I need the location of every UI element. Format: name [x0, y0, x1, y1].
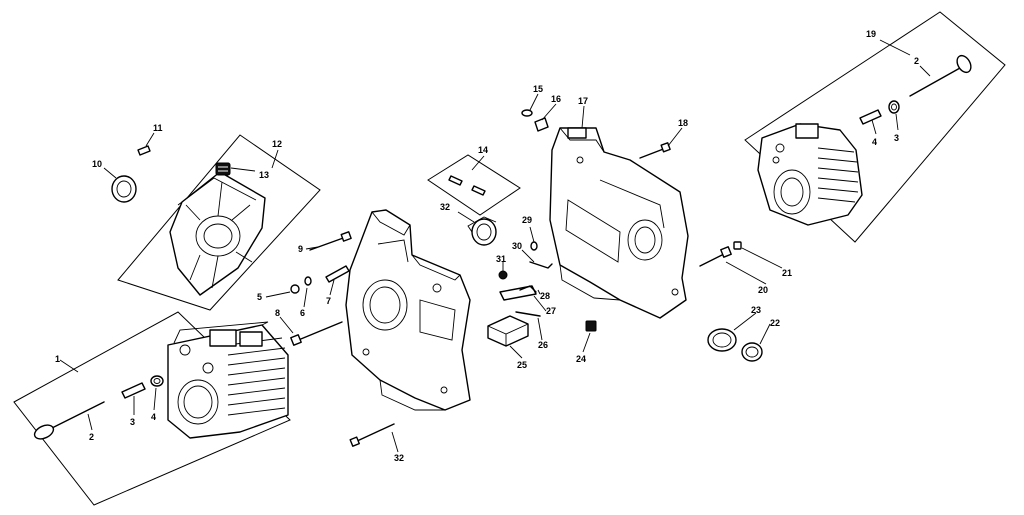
- callout-23: 23: [751, 305, 761, 315]
- valve-seal-right: [888, 100, 900, 114]
- callout-19: 19: [866, 29, 876, 39]
- crankcase-center: [345, 209, 471, 411]
- callout-26: 26: [538, 340, 548, 350]
- callout-16: 16: [551, 94, 561, 104]
- callout-7: 7: [326, 296, 331, 306]
- spring-30: [529, 261, 553, 269]
- nut-31: [498, 270, 508, 280]
- callout-13: 13: [259, 170, 269, 180]
- callout-32-top: 32: [440, 202, 450, 212]
- oring-15: [521, 109, 533, 117]
- crankcase-right: [549, 127, 689, 319]
- pin-20: [699, 246, 732, 267]
- valve-guide-left: [121, 382, 146, 399]
- plug-16: [534, 117, 549, 132]
- washer-28: [519, 285, 537, 293]
- valve-pin-group-frame: [427, 154, 521, 216]
- callout-labels: 1 2 3 4 5 6 7 8 9 10 11 12 13 14 15 16 1…: [55, 29, 919, 463]
- callout-3-left: 3: [130, 417, 135, 427]
- callout-31: 31: [496, 254, 506, 264]
- bolt-8: [290, 321, 343, 346]
- callout-3-right: 3: [894, 133, 899, 143]
- callout-4-right: 4: [872, 137, 877, 147]
- callout-8: 8: [275, 308, 280, 318]
- callout-17: 17: [578, 96, 588, 106]
- leader-lines: [59, 39, 931, 453]
- bolt-32-bottom: [349, 423, 395, 447]
- bearing-plate-group-frame: [117, 134, 321, 311]
- block-25: [487, 315, 529, 347]
- stud-7: [325, 265, 350, 283]
- callout-27: 27: [546, 306, 556, 316]
- spacer-26: [515, 311, 541, 317]
- cylinder-left: [167, 321, 289, 439]
- callout-4-left: 4: [151, 412, 156, 422]
- valve-right: [909, 54, 972, 97]
- cylinder-group-frame-left: [13, 311, 291, 506]
- bolt-18: [639, 142, 671, 159]
- breather-cap: [215, 162, 231, 176]
- callout-24: 24: [576, 354, 586, 364]
- cylinder-right: [757, 123, 863, 226]
- callout-14: 14: [478, 145, 488, 155]
- bolt-9: [309, 231, 352, 251]
- callout-15: 15: [533, 84, 543, 94]
- screw-11: [137, 145, 151, 156]
- callout-20: 20: [758, 285, 768, 295]
- oil-seal-10: [111, 175, 137, 203]
- callout-18: 18: [678, 118, 688, 128]
- callout-1: 1: [55, 354, 60, 364]
- governor-arm-27: [499, 285, 537, 301]
- callout-2-right: 2: [914, 56, 919, 66]
- callout-29: 29: [522, 215, 532, 225]
- callout-2-left: 2: [89, 432, 94, 442]
- callout-6: 6: [300, 308, 305, 318]
- callout-12: 12: [272, 139, 282, 149]
- bearing-32: [467, 216, 497, 246]
- washer-6: [304, 276, 312, 286]
- callout-25: 25: [517, 360, 527, 370]
- valve-pins-14: [448, 175, 486, 196]
- plug-24: [585, 320, 597, 332]
- callout-32-bottom: 32: [394, 453, 404, 463]
- callout-22: 22: [770, 318, 780, 328]
- callout-21: 21: [782, 268, 792, 278]
- valve-seal-left: [150, 375, 164, 387]
- callout-5: 5: [257, 292, 262, 302]
- valve-left: [33, 401, 105, 440]
- washer-21: [733, 241, 742, 250]
- callout-9: 9: [298, 244, 303, 254]
- callout-11: 11: [153, 123, 163, 133]
- bearing-23: [707, 328, 737, 352]
- callout-10: 10: [92, 159, 102, 169]
- nut-5: [290, 284, 300, 294]
- valve-guide-right: [859, 109, 882, 125]
- washer-29: [530, 241, 538, 251]
- bearing-plate: [169, 171, 266, 296]
- callout-28: 28: [540, 291, 550, 301]
- seal-22: [741, 342, 763, 362]
- callout-30: 30: [512, 241, 522, 251]
